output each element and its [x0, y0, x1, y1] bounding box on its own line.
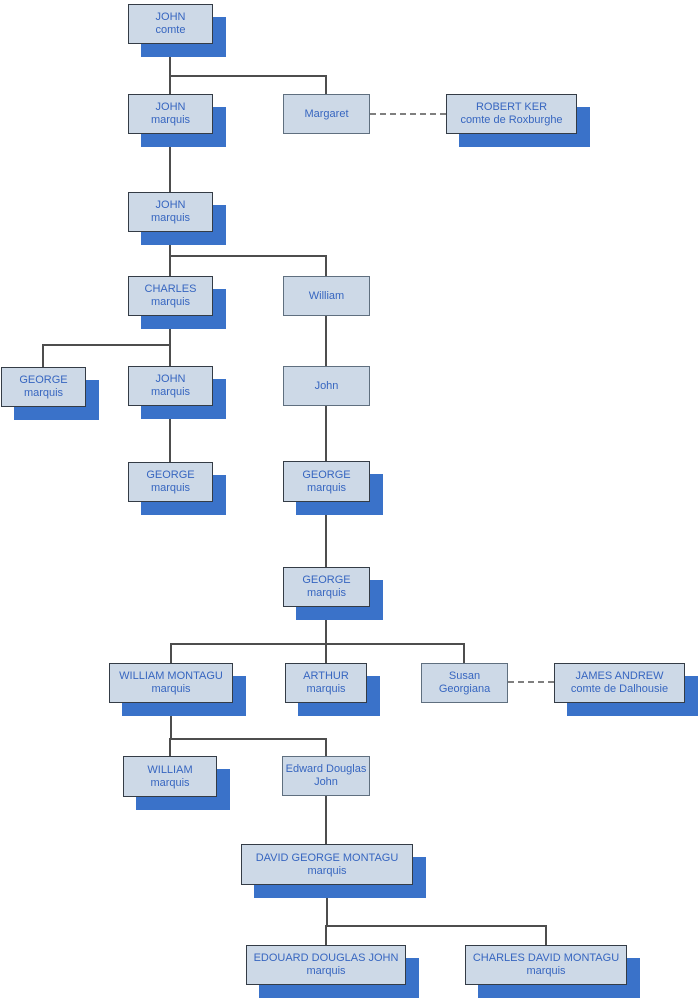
person-name: William: [308, 289, 345, 302]
person-subtitle: marquis: [307, 864, 347, 877]
person-name: WILLIAM: [147, 763, 193, 776]
connector-line-vertical: [545, 926, 547, 945]
person-subtitle: John: [314, 776, 338, 788]
person-name: DAVID GEORGE MONTAGU: [255, 851, 399, 864]
person-subtitle: marquis: [306, 683, 346, 695]
person-subtitle: marquis: [23, 387, 64, 399]
connector-line-vertical: [325, 739, 327, 756]
person-subtitle: marquis: [306, 481, 347, 494]
person-name: EDOUARD DOUGLAS JOHN: [253, 952, 399, 964]
person-subtitle: marquis: [150, 482, 191, 494]
person-subtitle: marquis: [150, 776, 190, 789]
person-subtitle: comte de Roxburghe: [460, 114, 563, 126]
person-name: GEORGE: [19, 374, 68, 386]
connector-line-vertical: [169, 739, 171, 756]
person-node-john[interactable]: John: [283, 366, 370, 406]
connector-line-vertical: [325, 76, 327, 94]
connector-line-vertical: [463, 644, 465, 663]
connector-line-vertical: [325, 926, 327, 945]
marriage-dashed-line: [370, 113, 446, 115]
person-name: JOHN: [155, 101, 186, 113]
person-name: CHARLES DAVID MONTAGU: [472, 952, 620, 964]
connector-line-vertical: [169, 134, 171, 192]
person-name: JOHN: [155, 199, 186, 211]
connector-line-vertical: [169, 44, 171, 94]
connector-line-vertical: [169, 316, 171, 345]
person-subtitle: marquis: [150, 386, 191, 398]
person-subtitle: comte de Dalhousie: [570, 683, 669, 695]
person-name: Margaret: [304, 107, 349, 120]
person-node-william[interactable]: William: [283, 276, 370, 316]
person-name: GEORGE: [302, 574, 351, 586]
person-subtitle: comte: [155, 24, 186, 36]
person-subtitle: marquis: [150, 212, 191, 224]
person-node-margaret[interactable]: Margaret: [283, 94, 370, 134]
connector-line-vertical: [169, 345, 171, 366]
person-name: JOHN: [155, 11, 186, 23]
connector-line-horizontal: [325, 925, 547, 927]
connector-line-vertical: [325, 256, 327, 276]
person-name: John: [314, 379, 339, 392]
person-name: GEORGE: [302, 468, 351, 481]
connector-line-vertical: [325, 406, 327, 461]
person-name: JOHN: [155, 373, 186, 385]
person-subtitle: marquis: [306, 965, 346, 977]
connector-line-vertical: [325, 607, 327, 644]
connector-line-horizontal: [42, 344, 171, 346]
marriage-dashed-line: [508, 681, 554, 683]
person-subtitle: marquis: [306, 587, 347, 599]
person-subtitle: marquis: [150, 296, 191, 308]
person-subtitle: marquis: [151, 683, 191, 695]
connector-line-vertical: [325, 796, 327, 844]
connector-line-horizontal: [169, 738, 327, 740]
person-name: GEORGE: [146, 469, 195, 481]
person-name: CHARLES: [144, 283, 197, 295]
person-name: Susan: [448, 670, 481, 682]
connector-line-vertical: [325, 316, 327, 366]
connector-line-vertical: [169, 406, 171, 462]
person-name: JAMES ANDREW: [575, 670, 664, 682]
connector-line-vertical: [325, 644, 327, 663]
person-name: Edward Douglas: [285, 763, 367, 775]
connector-line-vertical: [170, 644, 172, 663]
connector-line-horizontal: [170, 643, 465, 645]
person-name: WILLIAM MONTAGU: [119, 670, 223, 682]
connector-line-horizontal: [169, 255, 327, 257]
person-subtitle: marquis: [150, 114, 191, 126]
person-subtitle: Georgiana: [438, 683, 491, 695]
connector-line-vertical: [325, 502, 327, 567]
connector-line-vertical: [169, 232, 171, 276]
person-subtitle: marquis: [526, 965, 566, 977]
person-name: ARTHUR: [303, 670, 349, 682]
connector-line-vertical: [326, 885, 328, 926]
connector-line-vertical: [42, 345, 44, 367]
person-name: ROBERT KER: [475, 101, 548, 113]
connector-line-horizontal: [169, 75, 327, 77]
connector-line-vertical: [170, 703, 172, 739]
